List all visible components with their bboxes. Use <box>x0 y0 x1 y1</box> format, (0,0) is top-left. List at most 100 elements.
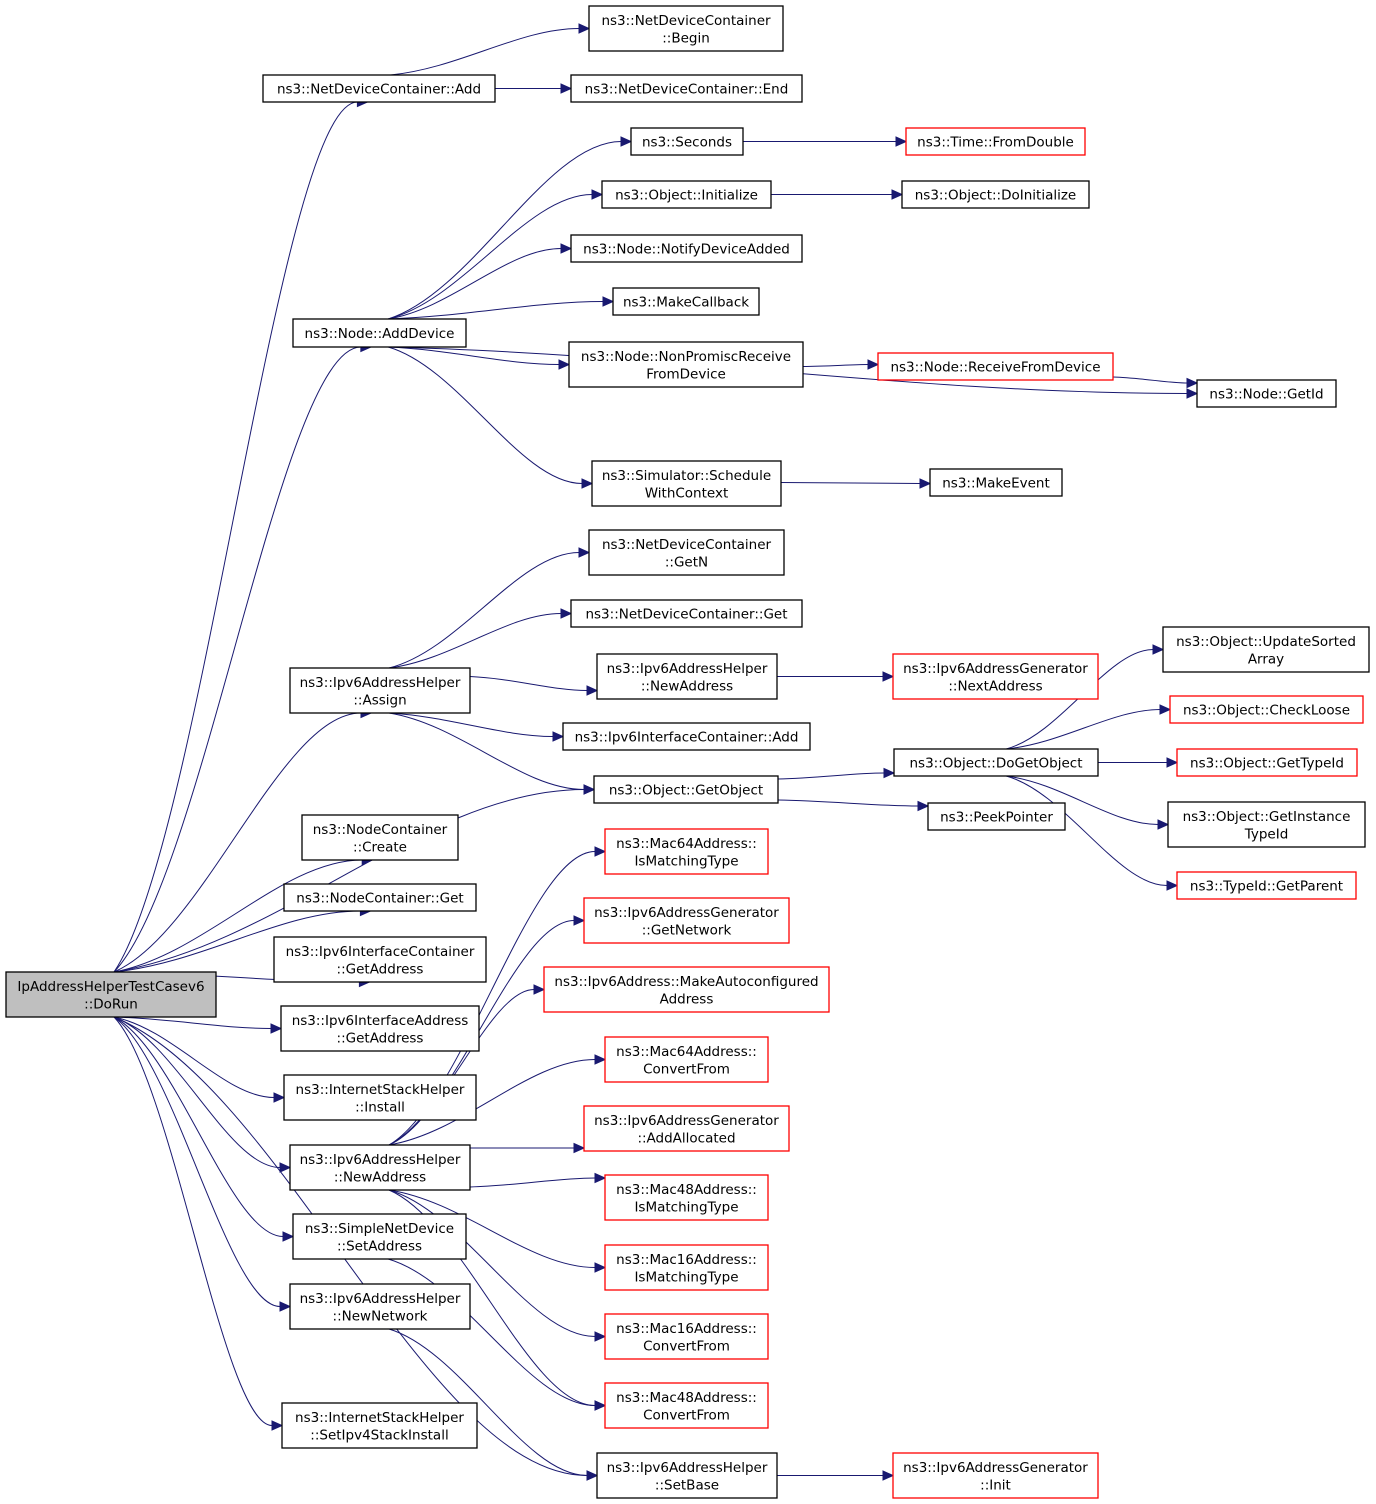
edge-obj-dogetobject-to-obj-getinstance <box>1006 775 1170 830</box>
edge-root-to-v6h-newnetwork <box>113 1016 292 1312</box>
node-label: ::NewAddress <box>334 1169 426 1185</box>
node-label: ns3::NetDeviceContainer::Get <box>585 607 787 623</box>
node-v6g-nextaddress[interactable]: ns3::Ipv6AddressGenerator::NextAddress <box>892 653 1099 700</box>
node-label: ns3::Object::DoGetObject <box>909 756 1082 772</box>
node-label: ns3::Time::FromDouble <box>917 135 1074 151</box>
node-ndc-end[interactable]: ns3::NetDeviceContainer::End <box>570 74 803 103</box>
node-box <box>281 1402 478 1449</box>
node-node-adddevice[interactable]: ns3::Node::AddDevice <box>292 318 467 348</box>
edge-node-adddevice-to-node-notify <box>388 243 573 320</box>
node-box <box>583 1105 790 1152</box>
node-root[interactable]: IpAddressHelperTestCasev6::DoRun <box>5 971 217 1018</box>
node-ndc-get[interactable]: ns3::NetDeviceContainer::Get <box>570 599 803 628</box>
node-label: ns3::Ipv6AddressGenerator <box>594 1113 779 1129</box>
node-label: ::Create <box>353 839 407 855</box>
node-v6ia-getaddress[interactable]: ns3::Ipv6InterfaceAddress::GetAddress <box>280 1005 480 1052</box>
node-v6ic-add[interactable]: ns3::Ipv6InterfaceContainer::Add <box>562 722 811 751</box>
node-obj-doinitialize[interactable]: ns3::Object::DoInitialize <box>901 180 1090 209</box>
node-mac16-convert[interactable]: ns3::Mac16Address::ConvertFrom <box>604 1313 769 1360</box>
node-label: ConvertFrom <box>643 1338 730 1354</box>
node-label: IpAddressHelperTestCasev6 <box>17 979 204 995</box>
node-time-fromdouble[interactable]: ns3::Time::FromDouble <box>905 127 1086 156</box>
node-box <box>289 1144 471 1191</box>
node-node-receive[interactable]: ns3::Node::ReceiveFromDevice <box>877 352 1114 381</box>
node-mac16-ismatching[interactable]: ns3::Mac16Address::IsMatchingType <box>604 1244 769 1291</box>
node-typeid-getparent[interactable]: ns3::TypeId::GetParent <box>1176 871 1357 900</box>
node-label: ns3::Ipv6AddressGenerator <box>903 1460 1088 1476</box>
node-obj-dogetobject[interactable]: ns3::Object::DoGetObject <box>893 748 1099 777</box>
node-ish-setipv4[interactable]: ns3::InternetStackHelper::SetIpv4StackIn… <box>281 1402 478 1449</box>
node-box <box>262 74 496 103</box>
node-box <box>604 1174 769 1221</box>
node-ish-install[interactable]: ns3::InternetStackHelper::Install <box>283 1074 477 1121</box>
node-node-getid[interactable]: ns3::Node::GetId <box>1196 379 1337 408</box>
node-ndc-begin[interactable]: ns3::NetDeviceContainer::Begin <box>588 5 784 52</box>
node-obj-getobject[interactable]: ns3::Object::GetObject <box>593 775 779 804</box>
node-box <box>604 1382 769 1429</box>
node-label: ::Install <box>355 1099 405 1115</box>
edge-obj-dogetobject-to-obj-checkloose <box>1006 704 1172 750</box>
node-v6ic-getaddress[interactable]: ns3::Ipv6InterfaceContainer::GetAddress <box>273 936 487 983</box>
node-v6g-init[interactable]: ns3::Ipv6AddressGenerator::Init <box>892 1452 1099 1499</box>
node-node-notify[interactable]: ns3::Node::NotifyDeviceAdded <box>570 234 803 263</box>
node-v6a-makeauto[interactable]: ns3::Ipv6Address::MakeAutoconfiguredAddr… <box>543 966 830 1013</box>
node-mac48-ismatching[interactable]: ns3::Mac48Address::IsMatchingType <box>604 1174 769 1221</box>
node-label: ::NewAddress <box>641 678 733 694</box>
edge-ndc-add-to-ndc-begin <box>390 23 591 76</box>
node-v6g-getnetwork[interactable]: ns3::Ipv6AddressGenerator::GetNetwork <box>583 897 790 944</box>
node-label: TypeId <box>1244 826 1289 842</box>
node-box <box>612 287 760 316</box>
node-box <box>591 460 782 507</box>
node-box <box>570 234 803 263</box>
node-v6h-newaddress-b[interactable]: ns3::Ipv6AddressHelper::NewAddress <box>289 1144 471 1191</box>
node-seconds[interactable]: ns3::Seconds <box>630 127 744 156</box>
node-ndc-add[interactable]: ns3::NetDeviceContainer::Add <box>262 74 496 103</box>
node-box <box>570 599 803 628</box>
edge-sim-schedule-to-makeevent <box>780 478 932 489</box>
node-label: ns3::Node::GetId <box>1209 387 1323 403</box>
node-ndc-getn[interactable]: ns3::NetDeviceContainer::GetN <box>588 529 785 576</box>
node-box <box>601 180 772 209</box>
node-label: ns3::Mac64Address:: <box>616 836 757 852</box>
node-v6h-newnetwork[interactable]: ns3::Ipv6AddressHelper::NewNetwork <box>289 1283 471 1330</box>
node-label: ns3::Mac48Address:: <box>616 1390 757 1406</box>
node-label: ns3::Object::GetInstance <box>1183 809 1351 825</box>
edge-obj-getobject-to-peekpointer <box>777 799 930 812</box>
node-label: ::Init <box>980 1477 1011 1493</box>
node-nc-create[interactable]: ns3::NodeContainer::Create <box>301 814 459 861</box>
node-obj-checkloose[interactable]: ns3::Object::CheckLoose <box>1169 695 1364 724</box>
node-v6h-newaddress-a[interactable]: ns3::Ipv6AddressHelper::NewAddress <box>596 653 778 700</box>
node-mac64-ismatching[interactable]: ns3::Mac64Address::IsMatchingType <box>604 828 769 875</box>
node-snd-setaddress[interactable]: ns3::SimpleNetDevice::SetAddress <box>292 1213 467 1260</box>
node-v6h-assign[interactable]: ns3::Ipv6AddressHelper::Assign <box>289 667 471 714</box>
node-label: ns3::Object::GetTypeId <box>1190 756 1344 772</box>
node-v6g-addallocated[interactable]: ns3::Ipv6AddressGenerator::AddAllocated <box>583 1105 790 1152</box>
edge-obj-initialize-to-obj-doinitialize <box>771 189 904 200</box>
node-label: ::GetN <box>665 554 708 570</box>
node-obj-initialize[interactable]: ns3::Object::Initialize <box>601 180 772 209</box>
node-mac48-convert[interactable]: ns3::Mac48Address::ConvertFrom <box>604 1382 769 1429</box>
node-mac64-convert[interactable]: ns3::Mac64Address::ConvertFrom <box>604 1036 769 1083</box>
node-label: ::SetIpv4StackInstall <box>310 1427 448 1443</box>
node-makecallback[interactable]: ns3::MakeCallback <box>612 287 760 316</box>
node-makeevent[interactable]: ns3::MakeEvent <box>929 468 1063 497</box>
node-box <box>1167 801 1366 848</box>
node-peekpointer[interactable]: ns3::PeekPointer <box>927 802 1066 831</box>
node-label: ::SetAddress <box>337 1238 422 1254</box>
node-nc-get[interactable]: ns3::NodeContainer::Get <box>283 883 477 912</box>
node-box <box>604 1036 769 1083</box>
node-obj-gettypeid[interactable]: ns3::Object::GetTypeId <box>1176 748 1358 777</box>
node-v6h-setbase[interactable]: ns3::Ipv6AddressHelper::SetBase <box>596 1452 778 1499</box>
edge-node-adddevice-to-seconds <box>387 136 633 320</box>
function-nodes: IpAddressHelperTestCasev6::DoRun ns3::Net… <box>5 5 1370 1499</box>
node-label: ::AddAllocated <box>637 1130 735 1146</box>
node-label: ns3::Node::NotifyDeviceAdded <box>583 242 790 258</box>
node-box <box>1169 695 1364 724</box>
node-box <box>283 883 477 912</box>
node-box <box>892 653 1099 700</box>
